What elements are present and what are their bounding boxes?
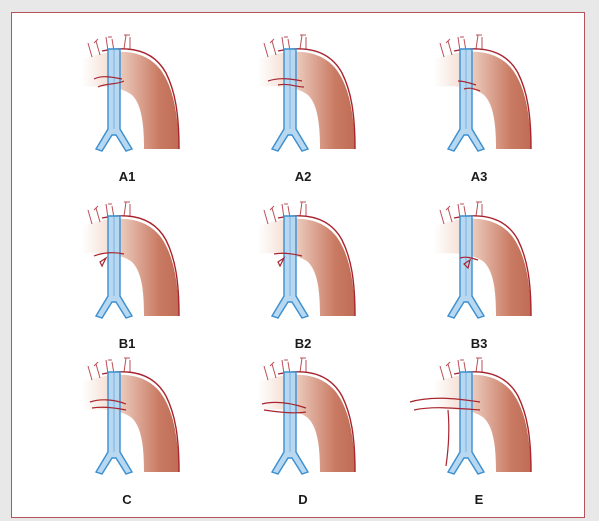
- figure-frame: A1 A2 A3 B1 B2 B3 C D E: [11, 12, 585, 518]
- aortic-arch: [258, 52, 355, 149]
- aorta-trachea-diagram-b3: [424, 196, 544, 336]
- panel-label: D: [248, 492, 358, 507]
- panel-label: A2: [248, 169, 358, 184]
- aorta-trachea-diagram-a1: [72, 29, 192, 169]
- panel-label: A3: [424, 169, 534, 184]
- panel-label: B3: [424, 336, 534, 351]
- aortic-arch: [258, 375, 355, 472]
- aortic-arch: [434, 219, 531, 316]
- aorta-trachea-diagram-a3: [424, 29, 544, 169]
- panel-a1: A1: [72, 29, 232, 194]
- aorta-trachea-diagram-d: [248, 352, 368, 492]
- panel-b1: B1: [72, 196, 232, 361]
- panel-label: B1: [72, 336, 182, 351]
- panel-label: A1: [72, 169, 182, 184]
- panel-b3: B3: [424, 196, 584, 361]
- aorta-trachea-diagram-a2: [248, 29, 368, 169]
- panel-label: E: [424, 492, 534, 507]
- aorta-trachea-diagram-e: [404, 352, 544, 492]
- aortic-arch: [258, 219, 355, 316]
- panel-c: C: [72, 352, 232, 517]
- panel-a3: A3: [424, 29, 584, 194]
- aortic-arch: [82, 219, 179, 316]
- panel-e: E: [404, 352, 564, 517]
- aortic-arch: [82, 52, 179, 149]
- panel-label: C: [72, 492, 182, 507]
- aorta-trachea-diagram-b1: [72, 196, 192, 336]
- aorta-trachea-diagram-b2: [248, 196, 368, 336]
- aortic-arch: [434, 52, 531, 149]
- aortic-arch: [82, 375, 179, 472]
- panel-label: B2: [248, 336, 358, 351]
- panel-d: D: [248, 352, 408, 517]
- aorta-trachea-diagram-c: [72, 352, 192, 492]
- panel-a2: A2: [248, 29, 408, 194]
- panel-b2: B2: [248, 196, 408, 361]
